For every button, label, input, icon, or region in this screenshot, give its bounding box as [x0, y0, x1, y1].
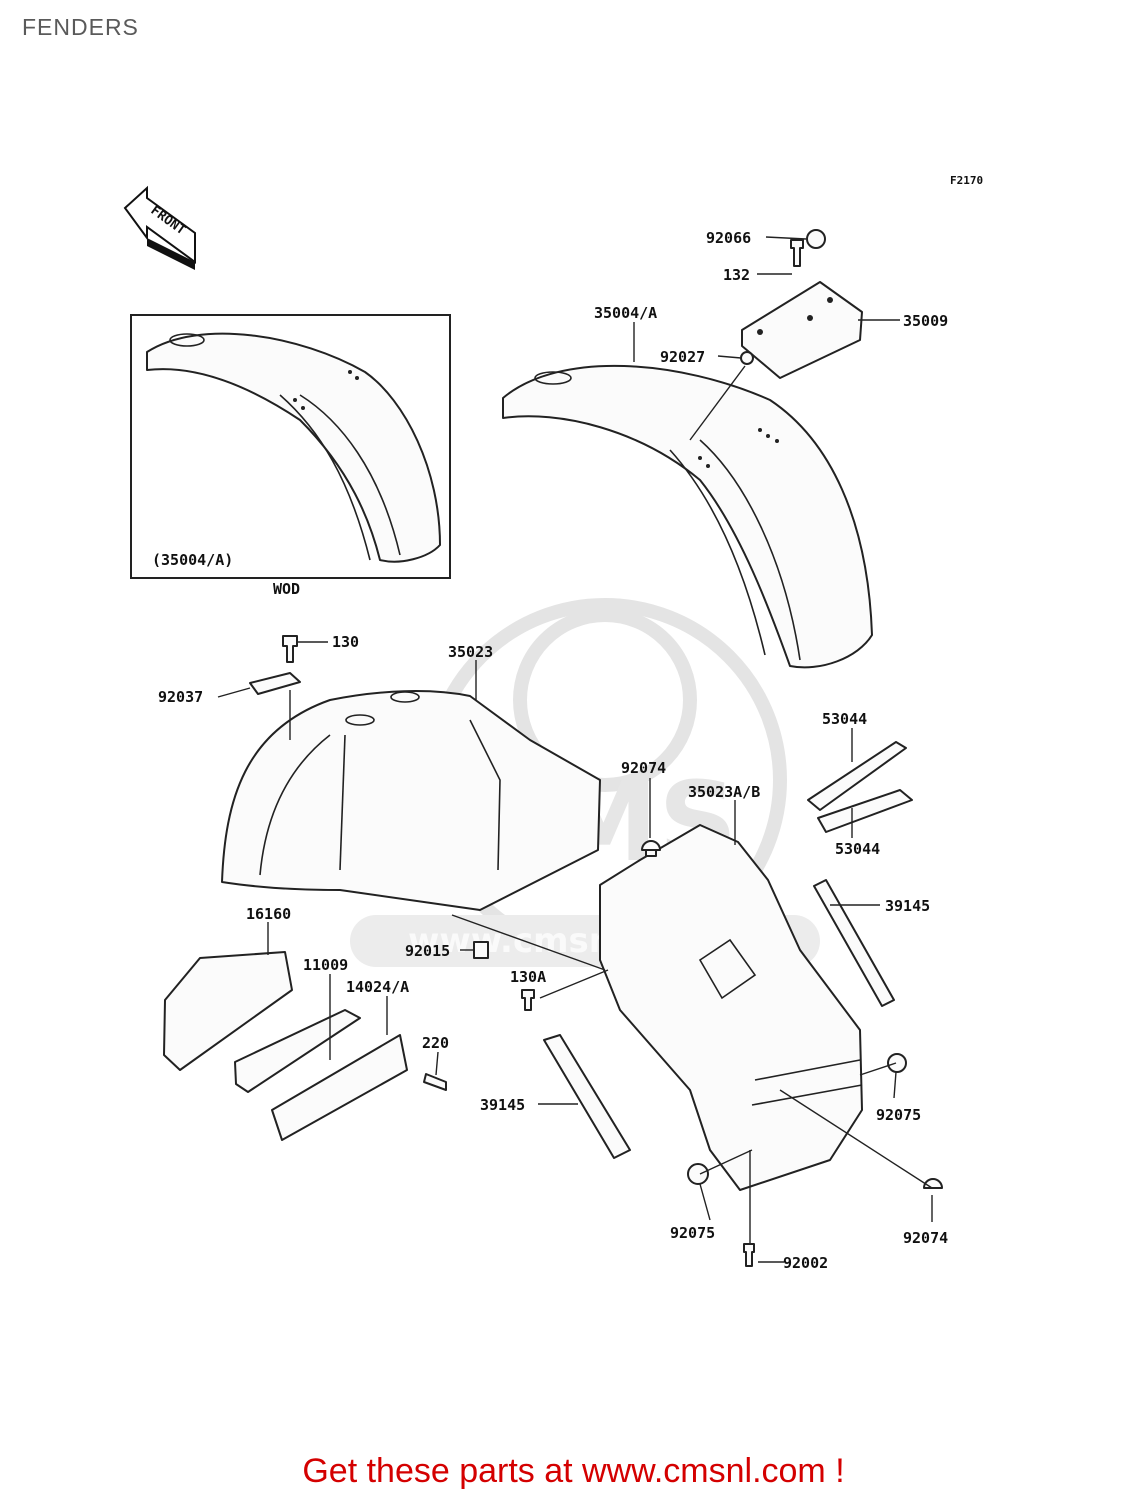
callout-92027: 92027: [660, 348, 705, 366]
bolt-130A: [521, 989, 535, 1011]
bolt-130: [282, 635, 298, 663]
callout-14024a: 14024/A: [346, 978, 409, 996]
callout-labels: 92066 132 35009 35004/A 92027 130 35023 …: [158, 229, 948, 1272]
callout-92074-right: 92074: [903, 1229, 948, 1247]
cap-92075-right: [887, 1053, 907, 1073]
leader-lines: [217, 236, 933, 1263]
lamp-housing-16160: [163, 951, 293, 1071]
inset-front-fender-wod: (35004/A) WOD: [130, 314, 451, 598]
rear-fender-rear: [599, 824, 863, 1191]
bolt-92002: [743, 1243, 755, 1267]
callout-11009: 11009: [303, 956, 348, 974]
callout-92074-top: 92074: [621, 759, 666, 777]
callout-39145-right: 39145: [885, 897, 930, 915]
callout-130: 130: [332, 633, 359, 651]
callout-130a: 130A: [510, 968, 546, 986]
callout-92037: 92037: [158, 688, 203, 706]
callout-53044-lower: 53044: [835, 840, 880, 858]
cap-92075-left: [687, 1163, 709, 1185]
rail-39145-left: [543, 1034, 631, 1159]
screw-220: [423, 1073, 447, 1091]
callout-35004a: 35004/A: [594, 304, 657, 322]
plate-92037: [249, 672, 301, 695]
callout-39145-left: 39145: [480, 1096, 525, 1114]
front-fender: [502, 364, 873, 669]
cap-92074-top: [641, 840, 661, 857]
callout-92066: 92066: [706, 229, 751, 247]
callout-92002: 92002: [783, 1254, 828, 1272]
callout-35023ab: 35023A/B: [688, 783, 760, 801]
rail-39145-right: [813, 879, 895, 1007]
callout-132: 132: [723, 266, 750, 284]
footer-link-text[interactable]: Get these parts at www.cmsnl.com !: [302, 1452, 845, 1490]
front-arrow-icon: FRONT: [123, 185, 196, 270]
nut-92027: [740, 351, 754, 365]
inset-label: (35004/A): [152, 551, 233, 569]
lamp-gasket-11009: [234, 1009, 361, 1093]
inset-caption: WOD: [273, 580, 300, 598]
callout-92075-right: 92075: [876, 1106, 921, 1124]
callout-220: 220: [422, 1034, 449, 1052]
rear-fender-front: [221, 690, 601, 911]
reflector-53044-lower: [817, 789, 913, 833]
callout-16160: 16160: [246, 905, 291, 923]
callout-53044-upper: 53044: [822, 710, 867, 728]
fender-bracket: [741, 281, 863, 379]
cap-92066: [806, 229, 826, 249]
page-title: FENDERS: [22, 14, 139, 40]
lamp-lens-14024A: [271, 1034, 408, 1141]
callout-92075-left: 92075: [670, 1224, 715, 1242]
grommet-92015: [473, 941, 489, 959]
bolt-132: [790, 239, 804, 267]
figure-code: F2170: [950, 174, 983, 187]
callout-92015: 92015: [405, 942, 450, 960]
callout-35023: 35023: [448, 643, 493, 661]
reflector-53044-upper: [807, 741, 907, 811]
callout-35009: 35009: [903, 312, 948, 330]
cap-92074-right: [923, 1178, 943, 1189]
